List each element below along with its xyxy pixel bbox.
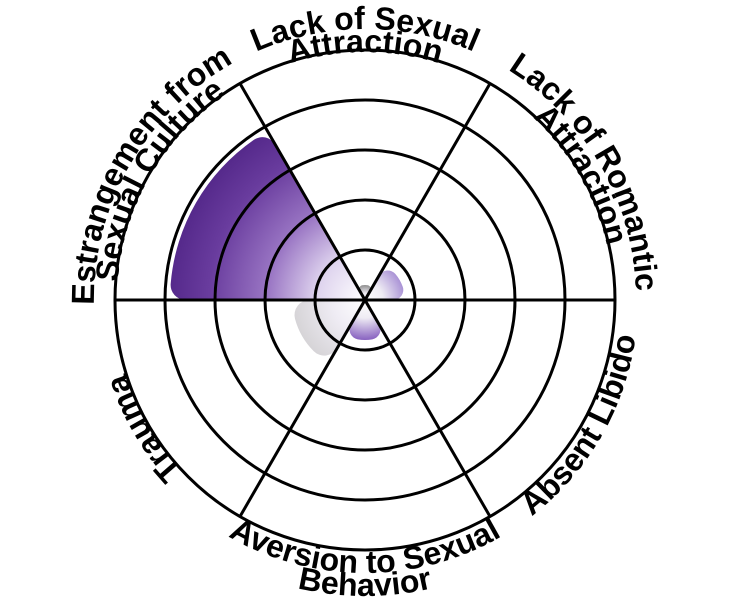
wedge-trauma (294, 300, 365, 356)
radial-line-120deg (238, 82, 492, 518)
wedge-aversion-to-sexual-behavior (349, 300, 381, 341)
wedge-layer (170, 137, 404, 356)
axis-label-lack-of-sexual-attraction-line2: Attraction (283, 23, 447, 70)
wedge-lack-of-romantic-attraction (365, 270, 404, 300)
axis-label-trauma: Trauma (98, 371, 187, 490)
axis-label-absent-libido: Absent Libido (513, 331, 643, 521)
wedge-lack-of-sexual-attraction (359, 284, 371, 300)
radial-line-layer (115, 82, 615, 518)
